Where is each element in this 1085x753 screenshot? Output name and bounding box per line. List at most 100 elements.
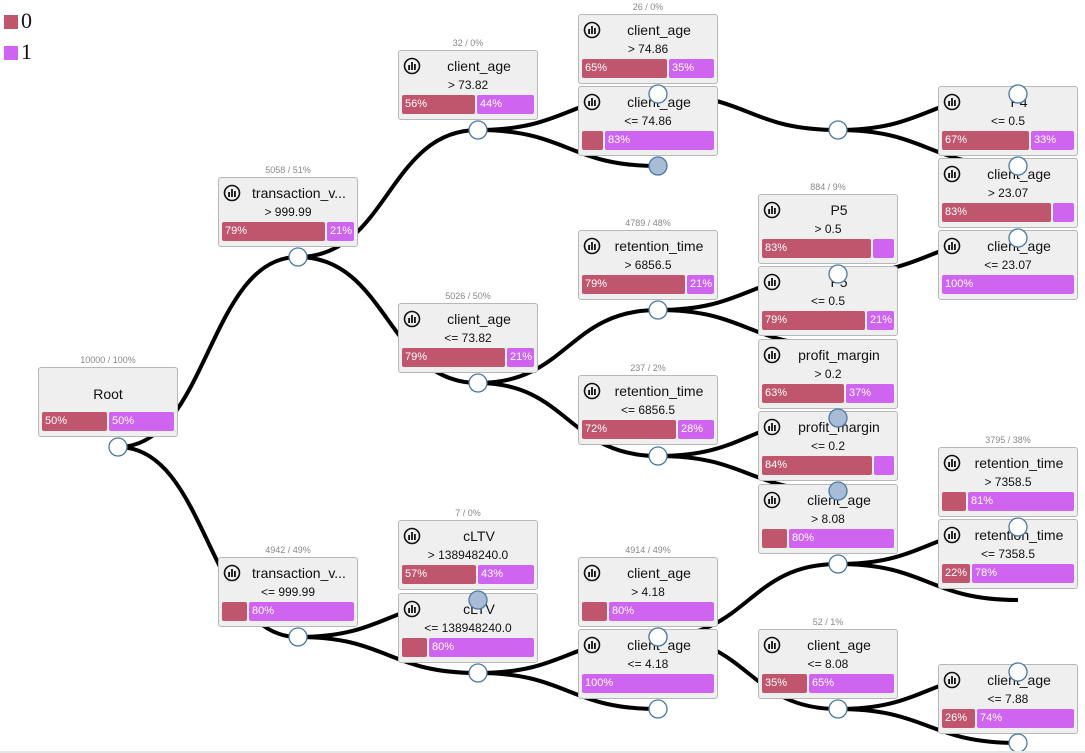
class-0-segment bbox=[942, 492, 966, 511]
class-0-segment bbox=[222, 602, 247, 621]
node-feature-label: transaction_v... bbox=[252, 185, 346, 201]
class-distribution-bar: 80% bbox=[762, 529, 894, 548]
horizontal-scrollbar[interactable] bbox=[0, 751, 1085, 753]
node-feature-label: P5 bbox=[830, 274, 848, 290]
bar-chart-icon[interactable] bbox=[763, 491, 781, 509]
bar-chart-icon[interactable] bbox=[403, 527, 421, 545]
class-distribution-bar: 65%35% bbox=[582, 59, 714, 78]
bar-chart-icon[interactable] bbox=[943, 237, 961, 255]
tree-edge bbox=[477, 381, 659, 458]
class-distribution-bar: 80% bbox=[582, 602, 714, 621]
node-feature-label: profit_margin bbox=[798, 419, 880, 435]
bar-chart-icon[interactable] bbox=[763, 636, 781, 654]
class-0-segment: 56% bbox=[402, 95, 475, 114]
bar-chart-icon[interactable] bbox=[223, 564, 241, 582]
class-1-segment: 21% bbox=[867, 311, 894, 330]
bar-chart-icon[interactable] bbox=[763, 201, 781, 219]
class-1-segment: 80% bbox=[609, 602, 714, 621]
bar-chart-icon[interactable] bbox=[403, 600, 421, 618]
class-0-segment: 72% bbox=[582, 420, 676, 439]
node-condition-label: <= 74.86 bbox=[624, 114, 672, 128]
class-distribution-bar: 22%78% bbox=[942, 564, 1074, 583]
bar-chart-icon[interactable] bbox=[583, 382, 601, 400]
class-0-segment: 83% bbox=[942, 203, 1051, 222]
node-condition-label: <= 999.99 bbox=[260, 585, 316, 599]
node-condition-label: <= 0.5 bbox=[810, 294, 846, 308]
legend-label-1: 1 bbox=[21, 39, 32, 64]
bar-chart-icon[interactable] bbox=[763, 418, 781, 436]
bar-chart-icon[interactable] bbox=[763, 273, 781, 291]
legend-item-1: 1 bbox=[4, 39, 32, 65]
class-1-segment: 50% bbox=[109, 412, 174, 431]
node-count-label: 237 / 2% bbox=[630, 363, 666, 373]
node-feature-label: client_age bbox=[987, 672, 1051, 688]
bar-chart-icon[interactable] bbox=[943, 526, 961, 544]
legend-swatch-1 bbox=[4, 46, 18, 60]
class-distribution-bar: 63%37% bbox=[762, 384, 894, 403]
class-1-segment bbox=[873, 239, 894, 258]
tree-edge bbox=[117, 445, 299, 639]
bar-chart-icon[interactable] bbox=[763, 346, 781, 364]
bar-chart-icon[interactable] bbox=[583, 21, 601, 39]
node-condition-label: <= 7358.5 bbox=[980, 547, 1036, 561]
node-feature-label: client_age bbox=[447, 58, 511, 74]
node-feature-label: transaction_v... bbox=[252, 565, 346, 581]
node-count-label: 26 / 0% bbox=[632, 2, 664, 12]
bar-chart-icon[interactable] bbox=[223, 184, 241, 202]
bar-chart-icon[interactable] bbox=[583, 93, 601, 111]
node-feature-label: client_age bbox=[627, 22, 691, 38]
class-1-segment: 21% bbox=[327, 222, 354, 241]
node-feature-label: P4 bbox=[1010, 94, 1028, 110]
node-condition-label: <= 6856.5 bbox=[620, 403, 676, 417]
tree-edge bbox=[297, 635, 479, 675]
class-distribution-bar: 83% bbox=[582, 131, 714, 150]
bar-chart-icon[interactable] bbox=[403, 310, 421, 328]
node-condition-label: > 6856.5 bbox=[624, 258, 672, 272]
class-1-segment: 80% bbox=[429, 638, 534, 657]
bar-chart-icon[interactable] bbox=[583, 636, 601, 654]
class-0-segment: 83% bbox=[762, 239, 871, 258]
bar-chart-icon[interactable] bbox=[943, 165, 961, 183]
bar-chart-icon[interactable] bbox=[583, 237, 601, 255]
class-0-segment: 79% bbox=[402, 348, 505, 367]
tree-edge bbox=[837, 562, 1019, 602]
class-1-segment: 28% bbox=[678, 420, 714, 439]
class-distribution-bar: 56%44% bbox=[402, 95, 534, 114]
class-1-segment: 37% bbox=[846, 384, 894, 403]
bar-chart-icon[interactable] bbox=[583, 564, 601, 582]
node-feature-label: client_age bbox=[627, 94, 691, 110]
class-distribution-bar: 100% bbox=[582, 674, 714, 693]
class-distribution-bar: 79%21% bbox=[402, 348, 534, 367]
class-0-segment: 22% bbox=[942, 564, 970, 583]
bar-chart-icon[interactable] bbox=[403, 57, 421, 75]
class-1-segment: 44% bbox=[477, 95, 534, 114]
bar-chart-icon[interactable] bbox=[943, 454, 961, 472]
bar-chart-icon[interactable] bbox=[943, 671, 961, 689]
bar-chart-icon[interactable] bbox=[943, 93, 961, 111]
tree-node-ca-le7486[interactable]: client_age <= 74.86 83% bbox=[578, 86, 718, 156]
